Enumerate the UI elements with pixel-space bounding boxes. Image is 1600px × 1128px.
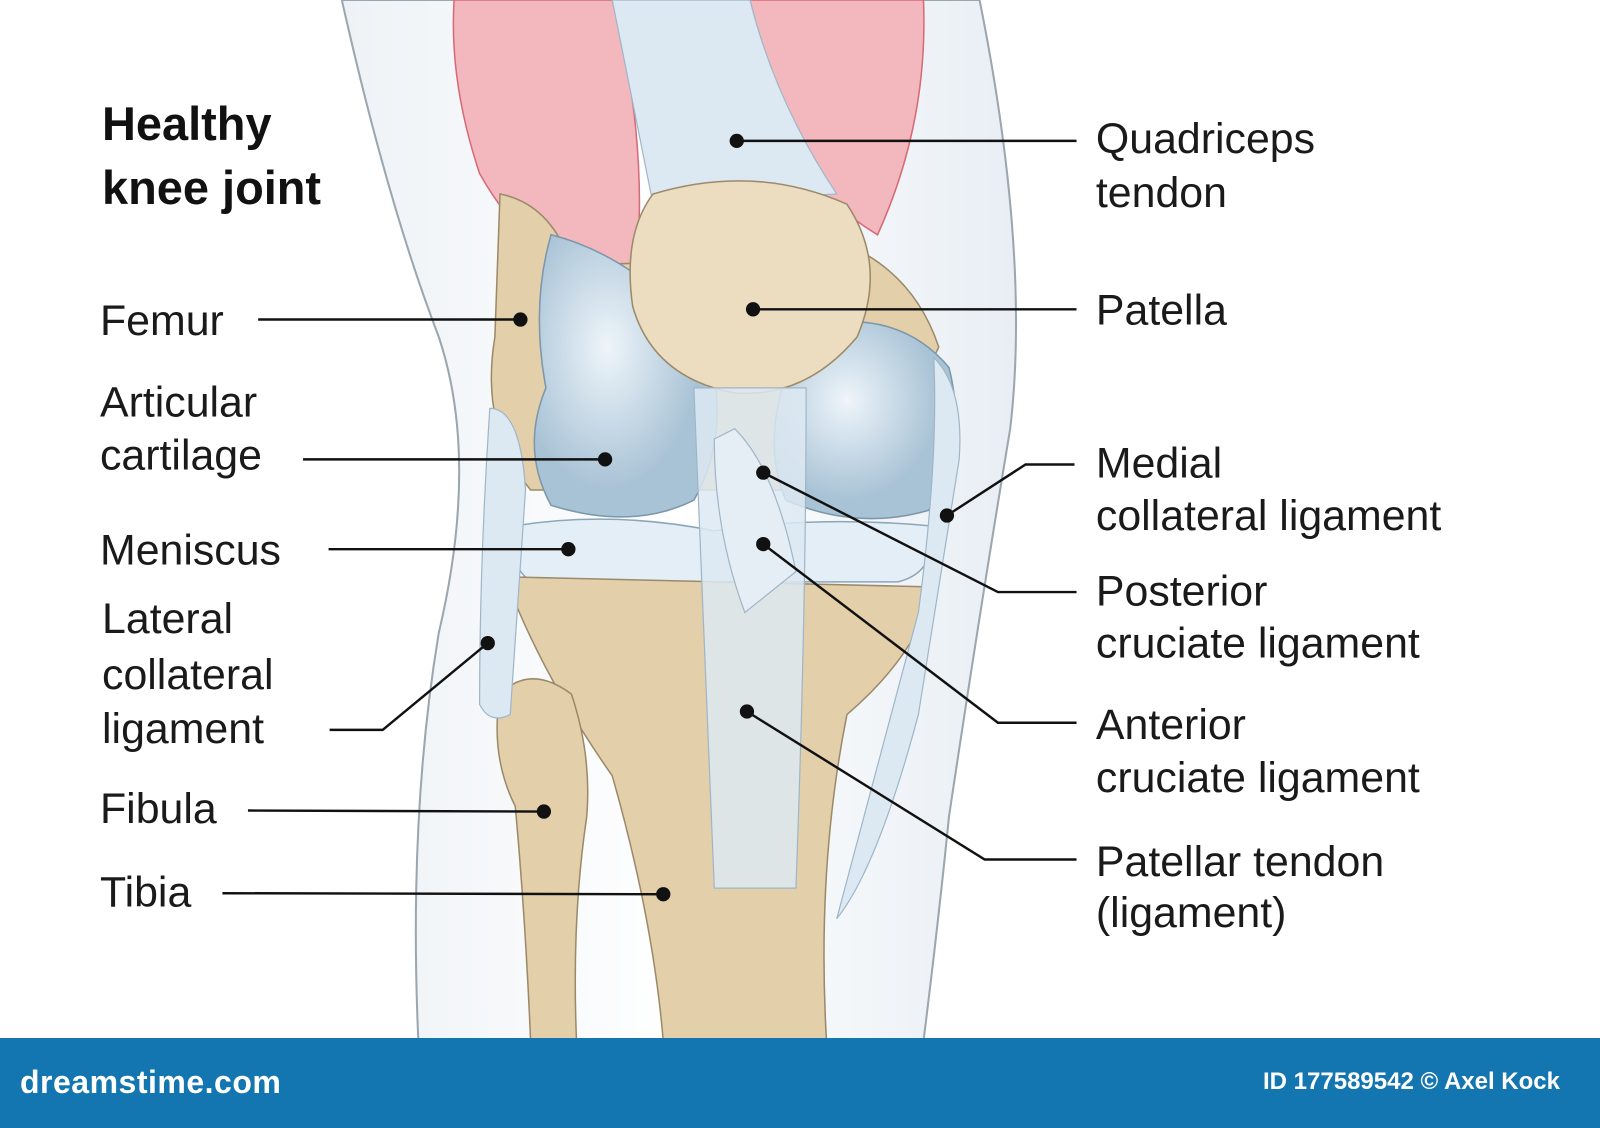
leader-mcl	[946, 463, 1075, 517]
label-lcl-1: Lateral	[102, 595, 233, 643]
marker-pcl	[756, 465, 771, 480]
marker-quadriceps-tendon	[729, 133, 744, 149]
label-patella: Patella	[1096, 287, 1227, 335]
marker-tibia	[656, 887, 671, 902]
label-quadriceps-tendon-2: tendon	[1096, 169, 1227, 217]
label-articular-cartilage-1: Articular	[100, 378, 257, 426]
label-lcl-3: ligament	[102, 705, 264, 753]
label-quadriceps-tendon-1: Quadriceps	[1096, 115, 1315, 163]
leader-acl	[762, 543, 1077, 724]
quadriceps-tendon	[611, 0, 838, 205]
label-pcl-2: cruciate ligament	[1096, 619, 1420, 667]
medial-collateral-ligament	[836, 355, 961, 920]
watermark-footer: dreamstime.com ID 177589542 © Axel Kock	[0, 1038, 1600, 1128]
marker-meniscus	[561, 542, 576, 557]
marker-femur	[513, 312, 528, 327]
marker-patellar-tendon	[739, 704, 755, 719]
leader-fibula	[247, 809, 544, 813]
label-pcl-1: Posterior	[1096, 567, 1267, 615]
label-mcl-1: Medial	[1096, 440, 1222, 488]
leader-lcl	[329, 642, 489, 732]
label-acl-2: cruciate ligament	[1096, 754, 1420, 802]
label-mcl-2: collateral ligament	[1096, 492, 1441, 540]
cruciate-ligaments	[713, 427, 797, 614]
label-acl-1: Anterior	[1096, 701, 1246, 749]
image-credit: ID 177589542 © Axel Kock	[1263, 1068, 1560, 1095]
label-meniscus: Meniscus	[100, 527, 281, 575]
leader-pcl	[762, 471, 1077, 594]
label-patellar-tendon-1: Patellar tendon	[1096, 838, 1384, 886]
marker-acl	[756, 536, 771, 552]
marker-lcl	[480, 635, 495, 651]
label-patellar-tendon-2: (ligament)	[1096, 889, 1287, 937]
diagram-title-line2: knee joint	[102, 162, 321, 214]
label-tibia: Tibia	[100, 868, 191, 916]
label-fibula: Fibula	[100, 785, 217, 833]
leader-tibia	[222, 891, 664, 896]
fibula-bone	[496, 678, 589, 1042]
label-articular-cartilage-2: cartilage	[100, 432, 262, 480]
leader-patellar-tendon	[746, 710, 1077, 861]
marker-patella	[745, 302, 761, 317]
brand-logo: dreamstime.com	[20, 1064, 282, 1100]
patella-bone	[629, 180, 871, 395]
label-femur: Femur	[100, 297, 224, 345]
diagram-title-line1: Healthy	[102, 98, 272, 150]
marker-articular-cartilage	[597, 452, 613, 467]
label-lcl-2: collateral	[102, 651, 273, 699]
marker-fibula	[536, 804, 552, 819]
marker-mcl	[939, 508, 955, 523]
